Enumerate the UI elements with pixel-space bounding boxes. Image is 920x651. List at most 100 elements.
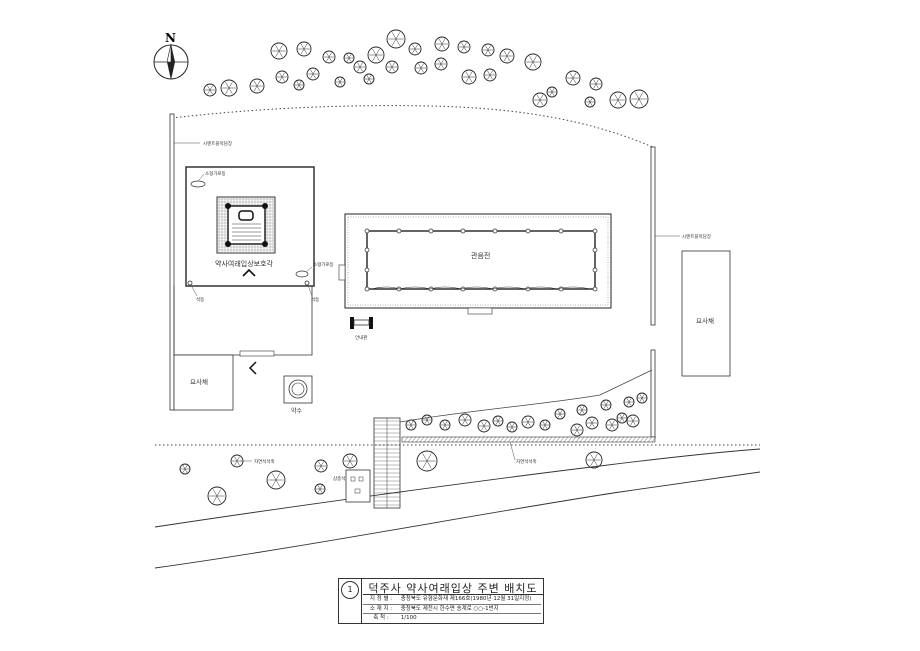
lamp-top-icon <box>190 180 206 188</box>
main-hall-building <box>338 213 612 315</box>
label-lamp-right: 소형가로등 <box>313 261 334 268</box>
tree-icon <box>179 463 191 475</box>
tree-icon <box>296 41 312 57</box>
tree-icon <box>207 486 227 506</box>
row3-key: 축 척 : <box>373 615 389 621</box>
label-info-board: 안내판 <box>355 334 367 341</box>
tree-icons <box>179 29 649 506</box>
tree-icon <box>220 79 238 97</box>
road-edge-lower <box>154 471 761 569</box>
tree-icon <box>270 42 288 60</box>
north-arrow-icon: N <box>153 31 189 80</box>
lamp-right-icon <box>295 270 309 278</box>
tree-icon <box>416 450 438 472</box>
tree-icon <box>334 76 346 88</box>
row2-key: 소 재 지 : <box>369 606 393 612</box>
tree-icon <box>584 96 596 108</box>
tree-icon <box>414 61 428 75</box>
tree-icon <box>434 57 448 71</box>
stone-lantern-right-icon <box>304 280 310 286</box>
title-block: 1 덕주사 약사여래입상 주변 배치도 지 정 별 : 충청북도 유형문화재 제… <box>338 578 544 624</box>
tree-icon <box>322 50 336 64</box>
tree-icon <box>499 48 515 64</box>
row1-value: 충청북도 유형문화재 제166호(1980년 12월 31일지정) <box>400 596 532 602</box>
stairs <box>373 417 401 509</box>
tree-icon <box>605 418 619 432</box>
label-pavilion: 약사여래입상보호각 <box>215 259 274 268</box>
top-boundary-wall <box>171 105 656 149</box>
tree-icon <box>434 36 450 52</box>
tree-icon <box>385 60 399 74</box>
tree-icon <box>576 404 588 416</box>
road-edge-upper <box>154 448 761 528</box>
tree-icon <box>554 408 566 420</box>
label-lamp-top: 소형가로등 <box>205 170 226 177</box>
tree-icon <box>249 78 265 94</box>
label-wall-right: 시멘트블럭담장 <box>682 233 711 240</box>
row3-value: 1/100 <box>400 615 417 621</box>
tree-icon <box>421 414 433 426</box>
tree-icon <box>461 69 477 85</box>
tree-icon <box>353 60 367 74</box>
tree-icon <box>539 419 551 431</box>
tree-icon <box>457 40 471 54</box>
tree-icon <box>342 453 358 469</box>
tree-icon <box>405 419 417 431</box>
title-block-symbol: 1 <box>341 581 359 599</box>
tree-icon <box>524 53 542 71</box>
tree-icon <box>439 419 451 431</box>
tree-icon <box>565 70 581 86</box>
title-row-designation: 지 정 별 : 충청북도 유형문화재 제166호(1980년 12월 31일지정… <box>363 595 541 604</box>
label-main-hall: 관음전 <box>471 251 490 260</box>
stone-retaining-wall <box>401 436 657 443</box>
drawing-title: 덕주사 약사여래입상 주변 배치도 <box>363 580 543 595</box>
label-stone-right: 석등 <box>311 296 319 303</box>
right-wall-upper <box>650 146 656 326</box>
label-stone-left: 석등 <box>196 296 204 303</box>
tree-icon <box>492 415 504 427</box>
tree-icon <box>483 68 497 82</box>
tree-icon <box>629 89 649 109</box>
label-dormitory-right: 요사채 <box>696 316 714 325</box>
tree-icon <box>589 77 603 91</box>
tree-icon <box>386 29 406 49</box>
tree-icon <box>616 412 628 424</box>
tree-icon <box>266 470 286 490</box>
tree-icon <box>408 42 422 56</box>
tree-icon <box>306 67 320 81</box>
dormitory-left-building <box>173 354 234 411</box>
tree-icon <box>458 413 472 427</box>
stone-lantern-left-icon <box>187 280 193 286</box>
tree-icon <box>585 416 599 430</box>
tree-icon <box>343 52 355 64</box>
title-row-scale: 축 척 : 1/100 <box>363 613 541 623</box>
spring-icon <box>283 375 313 404</box>
dormitory-right-building <box>681 250 731 377</box>
tree-icon <box>546 86 558 98</box>
tree-icon <box>293 79 305 91</box>
tree-icon <box>585 451 603 469</box>
left-wall <box>169 113 175 411</box>
tree-icon <box>506 421 518 433</box>
tree-icon <box>275 70 289 84</box>
right-wall-lower <box>650 349 656 438</box>
tree-icon <box>609 91 627 109</box>
label-stone-wall-left: 자연석석축 <box>254 458 275 465</box>
tree-icon <box>367 46 385 64</box>
label-pagoda: 삼층석 <box>333 475 345 482</box>
tree-icon <box>314 459 328 473</box>
tree-icon <box>636 392 648 404</box>
tree-icon <box>532 92 548 108</box>
tree-icon <box>623 396 635 408</box>
title-row-location: 소 재 지 : 충청북도 제천시 한수면 송계로 ○○-1번지 <box>363 604 541 614</box>
tree-icon <box>600 399 612 411</box>
tree-icon <box>626 414 640 428</box>
north-label: N <box>165 31 176 45</box>
label-wall-top-left: 시멘트블럭담장 <box>203 140 232 147</box>
tree-icon <box>570 423 584 437</box>
label-dormitory-left: 요사채 <box>190 377 208 386</box>
row2-value: 충청북도 제천시 한수면 송계로 ○○-1번지 <box>400 606 499 612</box>
tree-icon <box>477 419 491 433</box>
info-board-icon <box>350 317 373 329</box>
